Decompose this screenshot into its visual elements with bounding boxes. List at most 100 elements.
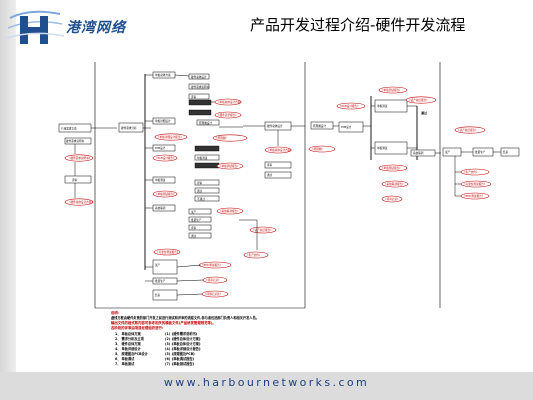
svg-text:系统联调: 系统联调	[413, 151, 424, 155]
svg-text:评审: 评审	[191, 226, 197, 230]
svg-text:单板详细设计: 单板详细设计	[155, 119, 171, 123]
notes-item: (5)《原理图及PCB》	[165, 351, 196, 356]
svg-text:《原理图》: 《原理图》	[311, 147, 324, 151]
node-review-label: 评审	[72, 178, 78, 182]
svg-text:批量生产: 批量生产	[191, 218, 202, 222]
notes-item: 2、 需求分析及立项	[115, 336, 145, 341]
notes-item: (6)《单板调试报告》	[165, 356, 196, 361]
notes-item: 1、 单板总体方案	[115, 331, 141, 336]
svg-text:《原理图》: 《原理图》	[215, 136, 228, 140]
svg-text:《PCB设计报告》: 《PCB设计报告》	[155, 156, 176, 160]
svg-text:结束: 结束	[503, 150, 509, 154]
svg-text:批量生产: 批量生产	[155, 279, 166, 283]
svg-text:《系统联调报告》: 《系统联调报告》	[384, 182, 405, 186]
svg-text:硬件总体设计: 硬件总体设计	[267, 124, 283, 128]
svg-text:《生产文件》: 《生产文件》	[463, 170, 479, 174]
svg-text:PCB设计: PCB设计	[155, 146, 166, 150]
notes: 说明: 虚线方框由硬件负责的部门开发之前进行测试和评审的流程文件,参与者包括部门…	[110, 310, 259, 366]
svg-text:《评审记录》: 《评审记录》	[205, 278, 221, 282]
col2-branches: 单板总体方案 硬件总体设计 硬件需求说明书 评审 《单板总体设计方案》 《器件选…	[145, 71, 277, 301]
svg-text:试产: 试产	[445, 150, 451, 154]
footer-url: www.harbournetworks.com	[163, 376, 370, 389]
svg-text:通过: 通过	[197, 189, 203, 193]
logo-text: 港湾网络	[66, 20, 126, 36]
header: 港湾网络 产品开发过程介绍-硬件开发流程	[0, 0, 533, 48]
svg-text:《可靠性测试报告》: 《可靠性测试报告》	[463, 182, 486, 186]
svg-text:评审: 评审	[197, 181, 203, 185]
notes-item: 4、 单板详细设计	[115, 346, 141, 351]
svg-text:单板调试: 单板调试	[197, 156, 208, 160]
svg-text:PCB设计: PCB设计	[341, 125, 352, 129]
svg-text:《单板测试报告》: 《单板测试报告》	[155, 192, 176, 196]
page-title: 产品开发过程介绍-硬件开发流程	[250, 16, 466, 34]
notes-item: (3)《单板总体设计方案》	[165, 341, 202, 346]
notes-line: 各阶段的评审由项目经理组织进行:	[110, 325, 163, 330]
svg-text:通过: 通过	[191, 234, 197, 238]
node-req-doc-label: 硬件需求说明书	[66, 139, 85, 143]
svg-text:单板测试: 单板测试	[377, 146, 388, 150]
notes-item: (2)《硬件总体设计方案》	[165, 336, 202, 341]
col4: 试产 《试产总结报告》 批量生产 结束 《生产文件》 《可靠性测试报告》 《EM…	[442, 126, 520, 200]
col3: 原理图设计 《原理图》 PCB设计 《PCB设计报告》 《单板调试报告》 单板调…	[308, 86, 441, 203]
svg-text:《器件选型报告》: 《器件选型报告》	[217, 113, 238, 117]
svg-text:原理图设计: 原理图设计	[199, 121, 212, 125]
svg-text:《试产总结报告》: 《试产总结报告》	[408, 98, 429, 102]
svg-text:系统联调: 系统联调	[155, 206, 166, 210]
svg-text:通过: 通过	[421, 110, 427, 115]
svg-text:不通过: 不通过	[197, 197, 205, 201]
harbour-logo-icon	[6, 10, 64, 44]
red-note	[64, 198, 94, 206]
left-stripe	[0, 0, 16, 400]
red-note	[64, 154, 94, 162]
svg-text:硬件需求说明书: 硬件需求说明书	[191, 85, 210, 89]
footer	[0, 372, 533, 400]
svg-text:《系统联调报告》: 《系统联调报告》	[219, 209, 240, 213]
notes-line: 虚线方框由硬件负责的部门开发之前进行测试和评审的流程文件,参与者包括部门负责人和…	[111, 315, 259, 320]
svg-text:《问题记录表》: 《问题记录表》	[204, 292, 222, 296]
notes-line: 输出文件的格式和内容可参考相关的模板文件(产品研发管理规范等)。	[111, 320, 216, 325]
svg-text:硬件总体设计: 硬件总体设计	[191, 75, 207, 79]
svg-text:评审: 评审	[191, 95, 197, 99]
notes-item: (7)《单板测试报告》	[165, 361, 196, 366]
node-hw-req-label: 硬件需求分析	[121, 126, 137, 130]
svg-text:《单板详细设计报告》: 《单板详细设计报告》	[157, 135, 183, 139]
svg-text:《单板总体设计方案》: 《单板总体设计方案》	[217, 100, 243, 104]
svg-text:《单板调试报告》: 《单板调试报告》	[381, 88, 402, 92]
svg-text:《生产文件》: 《生产文件》	[246, 253, 262, 257]
svg-text:《PCB设计报告》: 《PCB设计报告》	[339, 104, 360, 108]
svg-text:《评审记录》: 《评审记录》	[384, 197, 400, 201]
svg-text:《EMC测试报告》: 《EMC测试报告》	[463, 194, 484, 198]
svg-text:《可靠性测试报告》: 《可靠性测试报告》	[156, 250, 179, 254]
node-req-doc	[64, 137, 92, 145]
node-hw-req	[118, 122, 144, 133]
col2-right: 硬件总体设计 《单板总体设计方案》 评审 通过	[219, 121, 305, 179]
red-note-label: 《硬件总体设计方案》	[68, 200, 94, 204]
svg-text:评审: 评审	[267, 163, 273, 167]
flow-diagram: 产品需求立项 硬件需求说明书 《硬件需求说明书》 评审 《硬件总体设计方案》 硬…	[58, 62, 520, 366]
svg-text:《单板总体设计方案》: 《单板总体设计方案》	[267, 148, 293, 152]
notes-item: (1)《硬件需求说明书》	[165, 331, 199, 336]
notes-item: 6、 单板调试	[115, 356, 135, 361]
svg-text:《EMC测试报告》: 《EMC测试报告》	[201, 263, 222, 267]
svg-text:试产: 试产	[191, 210, 197, 214]
svg-text:结束: 结束	[155, 293, 161, 297]
svg-text:单板测试: 单板测试	[155, 178, 166, 182]
svg-text:《试产总结报告》: 《试产总结报告》	[457, 128, 478, 132]
notes-item: 3、 硬件总体方案	[115, 341, 141, 346]
node-start-label: 产品需求立项	[61, 127, 77, 131]
svg-text:《单板调试报告》: 《单板调试报告》	[219, 164, 240, 168]
notes-item: 5、 原理图及PCB设计	[115, 351, 149, 356]
svg-text:批量生产: 批量生产	[475, 150, 486, 154]
notes-item: 7、 单板测试	[115, 361, 135, 366]
svg-text:通过: 通过	[267, 173, 273, 177]
red-note-label: 《硬件需求说明书》	[68, 156, 91, 160]
svg-text:单板总体方案: 单板总体方案	[155, 73, 171, 77]
svg-text:试产: 试产	[155, 263, 161, 267]
notes-heading: 说明:	[111, 310, 119, 315]
svg-text:原理图设计: 原理图设计	[313, 124, 326, 128]
node-review	[64, 175, 92, 184]
svg-text:单板调试: 单板调试	[377, 104, 388, 108]
svg-text:《试产总结报告》: 《试产总结报告》	[252, 228, 273, 232]
svg-text:《单板测试报告》: 《单板测试报告》	[381, 166, 402, 170]
